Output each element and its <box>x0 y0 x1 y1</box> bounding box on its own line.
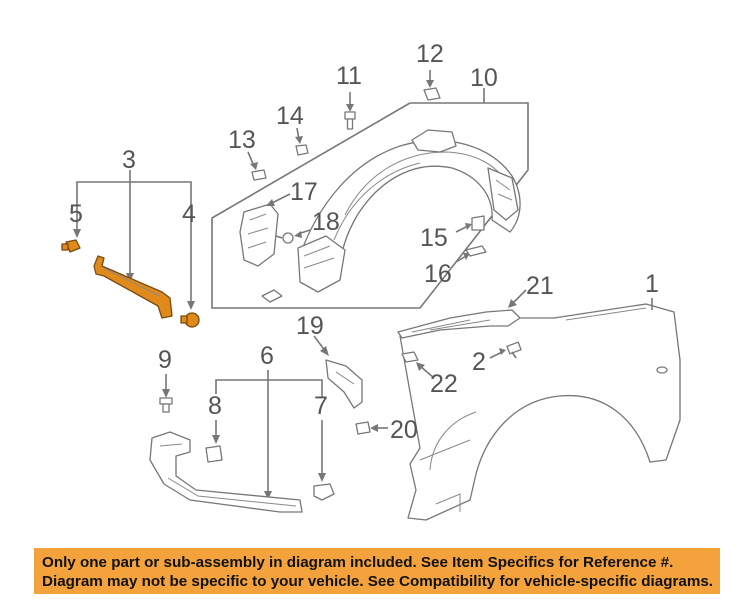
clip-9 <box>159 374 173 413</box>
callout-11: 11 <box>336 62 362 90</box>
callout-16: 16 <box>424 260 452 288</box>
clip-22 <box>401 351 435 379</box>
callout-5: 5 <box>69 200 83 228</box>
disclaimer-line-1: Only one part or sub-assembly in diagram… <box>42 554 674 571</box>
callout-10: 10 <box>470 64 498 92</box>
callout-22: 22 <box>430 370 458 398</box>
clip-7 <box>313 420 335 501</box>
front-fender <box>399 303 681 521</box>
bolt-11 <box>344 92 356 130</box>
callout-17: 17 <box>290 178 318 206</box>
bracket-group-outline <box>76 181 192 206</box>
callout-21: 21 <box>526 272 554 300</box>
parts-diagram: 1 2 3 4 5 6 7 8 9 10 11 12 13 14 15 16 1… <box>61 40 681 521</box>
callout-20: 20 <box>390 416 418 444</box>
callout-13: 13 <box>228 126 256 154</box>
liner-clip <box>261 289 283 303</box>
clip-8 <box>205 420 223 463</box>
bumper-cover-bracket <box>149 431 303 513</box>
bumper-group-outline <box>215 379 323 398</box>
screw-18 <box>275 229 311 244</box>
callout-2: 2 <box>472 348 486 376</box>
bracket-19 <box>313 335 363 409</box>
callout-19: 19 <box>296 312 324 340</box>
nut-4 <box>180 206 200 328</box>
fender-seal <box>397 309 521 339</box>
callout-6: 6 <box>260 342 274 370</box>
disclaimer-banner: Only one part or sub-assembly in diagram… <box>34 548 720 594</box>
clip-16 <box>455 245 487 263</box>
leader-21 <box>511 289 527 305</box>
clip-20 <box>355 421 388 435</box>
splash-shield <box>239 203 279 267</box>
callout-9: 9 <box>158 346 172 374</box>
callout-14: 14 <box>276 102 304 130</box>
disclaimer-line-2: Diagram may not be specific to your vehi… <box>42 573 713 590</box>
nut-14 <box>295 127 309 156</box>
support-bracket <box>93 255 173 319</box>
callout-12: 12 <box>416 40 444 68</box>
clip-15 <box>455 215 485 233</box>
callout-3: 3 <box>122 146 136 174</box>
clip-13 <box>247 151 267 181</box>
clip-12 <box>423 70 441 101</box>
liner-group-outline <box>211 102 529 309</box>
bolt-5 <box>61 206 81 253</box>
callout-1: 1 <box>645 270 659 298</box>
callout-15: 15 <box>420 224 448 252</box>
fender-liner <box>297 129 521 293</box>
callout-18: 18 <box>312 208 340 236</box>
callout-4: 4 <box>182 200 196 228</box>
bolt-2 <box>489 341 522 359</box>
callout-8: 8 <box>208 392 222 420</box>
callout-7: 7 <box>314 392 328 420</box>
